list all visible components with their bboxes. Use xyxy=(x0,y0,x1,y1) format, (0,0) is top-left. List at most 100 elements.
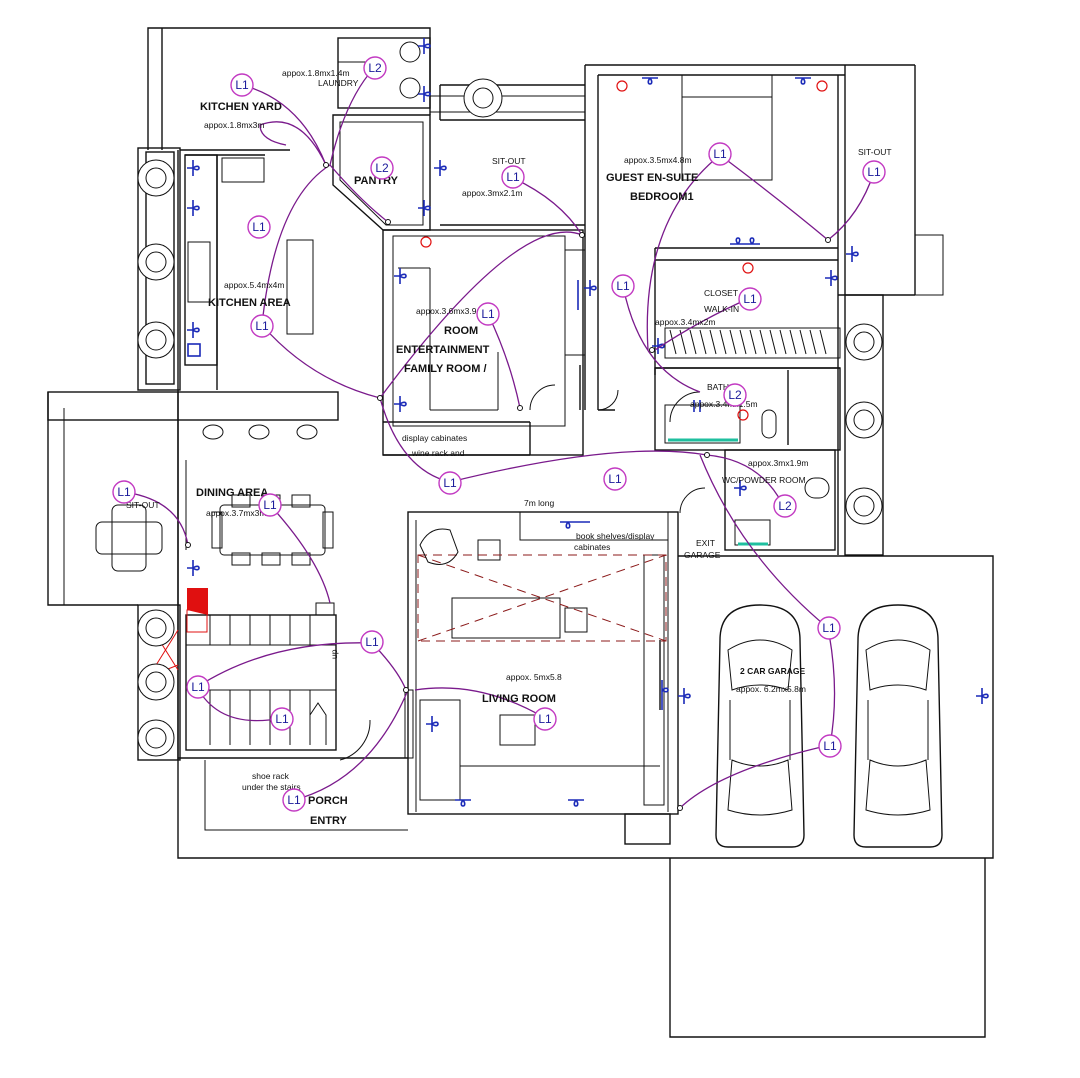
socket-icon xyxy=(187,200,200,216)
wiring xyxy=(123,67,875,809)
kitchen-yard-name: KITCHEN YARD xyxy=(200,101,282,113)
light-l1: L1 xyxy=(247,215,271,239)
svg-text:L1: L1 xyxy=(506,170,520,184)
sockets xyxy=(187,38,989,807)
svg-text:L2: L2 xyxy=(368,61,382,75)
kitchen-yard-size: appox.1.8mx3m xyxy=(204,120,264,130)
socket-icon xyxy=(734,480,747,496)
socket-icon xyxy=(426,716,439,732)
svg-text:L1: L1 xyxy=(481,307,495,321)
svg-text:L1: L1 xyxy=(252,220,266,234)
closet-line1: CLOSET xyxy=(704,288,738,298)
dryer-icon xyxy=(399,77,421,99)
plants xyxy=(137,78,883,757)
socket-icon xyxy=(394,268,407,284)
svg-text:L1: L1 xyxy=(191,680,205,694)
socket-icon xyxy=(418,86,431,102)
walls xyxy=(47,27,994,1038)
light-l1: L1 xyxy=(611,274,635,298)
svg-text:L1: L1 xyxy=(608,472,622,486)
washer-icon xyxy=(399,41,421,63)
socket-icon xyxy=(678,688,691,704)
socket-icon xyxy=(187,160,200,176)
bath-size: appox.3.4mx1.5m xyxy=(690,399,758,409)
light-l1: L1 xyxy=(817,616,841,640)
socket-icon xyxy=(661,680,669,710)
notes: display cabinates wine rack and 7m long … xyxy=(242,433,721,792)
living-name: LIVING ROOM xyxy=(482,693,556,705)
light-labels: L1 L2 L2 L1 L1 L1 L1 L1 L1 L1 L1 L2 L1 L… xyxy=(112,56,886,812)
socket-icon xyxy=(730,237,760,245)
note-7m: 7m long xyxy=(524,498,555,508)
note-books-2: cabinates xyxy=(574,542,610,552)
outdoor-table xyxy=(95,504,163,572)
bath-name: BATH xyxy=(707,382,729,392)
svg-text:L2: L2 xyxy=(728,388,742,402)
socket-icon xyxy=(187,560,200,576)
closet-size: appox.3.4mx2m xyxy=(655,317,715,327)
family-room-line3: FAMILY ROOM / xyxy=(404,363,487,375)
light-l1: L1 xyxy=(112,480,136,504)
note-display-2: wine rack and xyxy=(411,448,465,458)
lounge-chair xyxy=(419,528,459,565)
svg-text:L1: L1 xyxy=(365,635,379,649)
plant-icon xyxy=(463,78,503,118)
light-l2: L2 xyxy=(370,156,394,180)
light-l2: L2 xyxy=(773,494,797,518)
socket-icon xyxy=(795,77,811,85)
socket-icon xyxy=(187,322,200,338)
socket-icon xyxy=(418,38,431,54)
socket-icon xyxy=(418,200,431,216)
light-l1: L1 xyxy=(818,734,842,758)
living-size: appox. 5mx5.8 xyxy=(506,672,562,682)
note-shoe-1: shoe rack xyxy=(252,771,290,781)
light-l2: L2 xyxy=(363,56,387,80)
note-display-1: display cabinates xyxy=(402,433,467,443)
svg-text:L1: L1 xyxy=(538,712,552,726)
svg-text:L1: L1 xyxy=(235,78,249,92)
svg-text:L1: L1 xyxy=(743,292,757,306)
light-l1: L1 xyxy=(438,471,462,495)
socket-icon xyxy=(560,521,590,529)
plant-icon xyxy=(137,663,175,701)
garage-size: appox. 6.2mx5.8m xyxy=(736,684,806,694)
laundry-size: appox.1.8mx1.4m xyxy=(282,68,350,78)
light-l1: L1 xyxy=(476,302,500,326)
plant-icon xyxy=(845,487,883,525)
note-shoe-2: under the stairs xyxy=(242,782,301,792)
socket-icon xyxy=(455,799,471,807)
light-l2: L2 xyxy=(723,383,747,407)
light-l1: L1 xyxy=(738,287,762,311)
plant-icon xyxy=(845,323,883,361)
svg-text:L1: L1 xyxy=(255,319,269,333)
guest-bedroom-line1: GUEST EN-SUITE xyxy=(606,172,698,184)
light-l1: L1 xyxy=(186,675,210,699)
wc-size: appox.3mx1.9m xyxy=(748,458,808,468)
socket-icon xyxy=(693,400,701,412)
closet-line2: WALK-IN xyxy=(704,304,739,314)
socket-icon xyxy=(976,688,989,704)
plant-icon xyxy=(137,719,175,757)
light-l1: L1 xyxy=(230,73,254,97)
porch-line1: PORCH xyxy=(308,795,348,807)
socket-icon xyxy=(434,160,447,176)
sitout-top-name: SIT-OUT xyxy=(492,156,526,166)
kitchen-size: appox.5.4mx4m xyxy=(224,280,284,290)
wc-name: WC/POWDER ROOM xyxy=(722,475,806,485)
socket-icon xyxy=(568,799,584,807)
light-l1: L1 xyxy=(708,142,732,166)
sitout-right-name: SIT-OUT xyxy=(858,147,892,157)
svg-text:L1: L1 xyxy=(616,279,630,293)
socket-icon xyxy=(642,77,658,85)
dining-size: appox.3.7mx3m xyxy=(206,508,266,518)
svg-text:L1: L1 xyxy=(443,476,457,490)
plant-icon xyxy=(137,159,175,197)
light-l1: L1 xyxy=(250,314,274,338)
red-marker xyxy=(187,588,208,615)
guest-bedroom-line2: BEDROOM1 xyxy=(630,191,694,203)
note-up: up xyxy=(329,649,339,659)
light-l1: L1 xyxy=(862,160,886,184)
svg-text:L1: L1 xyxy=(867,165,881,179)
svg-text:L1: L1 xyxy=(287,793,301,807)
switch-points xyxy=(185,162,831,811)
